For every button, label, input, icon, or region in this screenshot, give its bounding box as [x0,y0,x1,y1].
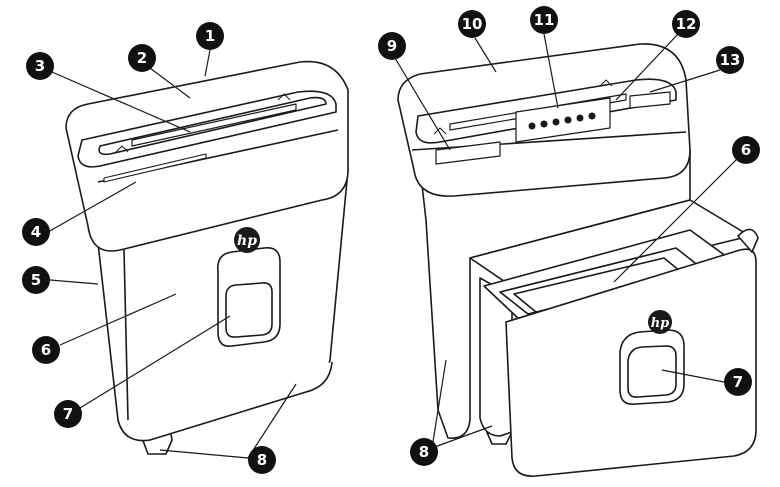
base-plate [117,361,333,442]
callout-11: 11 [530,6,558,34]
viewing-window-open [627,345,677,398]
card-slot-right [629,91,671,109]
svg-text:11: 11 [534,11,555,29]
callout-12: 12 [672,10,700,38]
callouts: 1 2 3 4 5 6 7 8 9 10 11 12 13 6 7 8 [22,6,760,474]
svg-text:3: 3 [35,57,45,75]
svg-text:6: 6 [741,141,751,159]
callout-4: 4 [22,218,50,246]
svg-text:12: 12 [676,15,697,33]
svg-text:9: 9 [387,37,397,55]
hp-logo-open: hp [648,310,672,334]
callout-6-open: 6 [732,136,760,164]
callout-13: 13 [716,46,744,74]
callout-8: 8 [248,446,276,474]
svg-text:hp: hp [651,316,670,331]
paper-slot-card [103,153,207,183]
svg-text:2: 2 [137,49,147,67]
leader-lines [47,33,741,459]
paper-slot-main [131,103,297,147]
side-panel [123,249,129,421]
card-slot-left [435,141,501,165]
callout-9: 9 [378,32,406,60]
callout-7-open: 7 [724,368,752,396]
callout-6: 6 [32,336,60,364]
callout-3: 3 [26,52,54,80]
callout-8-open: 8 [410,438,438,466]
callout-7: 7 [54,400,82,428]
drawer-handle-lip [737,228,759,253]
svg-text:hp: hp [237,233,257,249]
viewing-window [225,282,273,338]
control-buttons [528,112,596,130]
svg-text:7: 7 [733,373,743,391]
svg-text:7: 7 [63,405,73,423]
callout-5: 5 [22,266,50,294]
shredder-open-view [397,43,759,477]
svg-text:8: 8 [419,443,429,461]
svg-text:5: 5 [31,271,41,289]
drawer-bottom [479,277,513,437]
svg-text:13: 13 [720,51,741,69]
svg-text:4: 4 [31,223,41,241]
callout-1: 1 [196,22,224,50]
svg-text:10: 10 [462,15,483,33]
callout-2: 2 [128,44,156,72]
svg-text:8: 8 [257,451,267,469]
control-panel [515,97,611,143]
hp-logo: hp [234,227,260,253]
shredder-front-view [65,60,349,455]
callout-10: 10 [458,10,486,38]
svg-text:1: 1 [205,27,215,45]
svg-text:6: 6 [41,341,51,359]
